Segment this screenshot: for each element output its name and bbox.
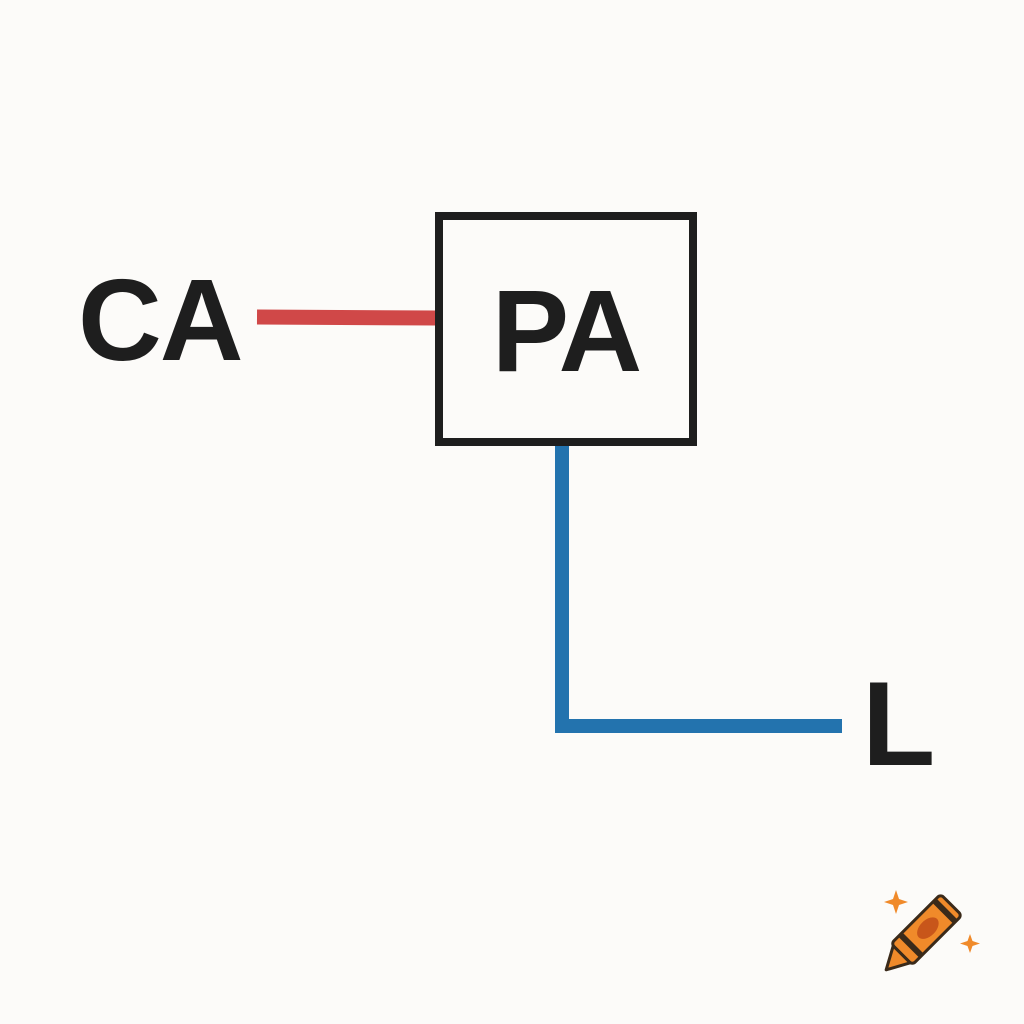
edge-pa-to-l <box>555 438 842 733</box>
node-pa-box: PA <box>435 212 697 446</box>
node-pa-label: PA <box>491 266 643 396</box>
node-l-label: L <box>862 657 936 791</box>
node-ca-label: CA <box>78 255 244 385</box>
crayon-icon <box>884 890 980 972</box>
edge-ca-to-pa <box>256 309 437 326</box>
